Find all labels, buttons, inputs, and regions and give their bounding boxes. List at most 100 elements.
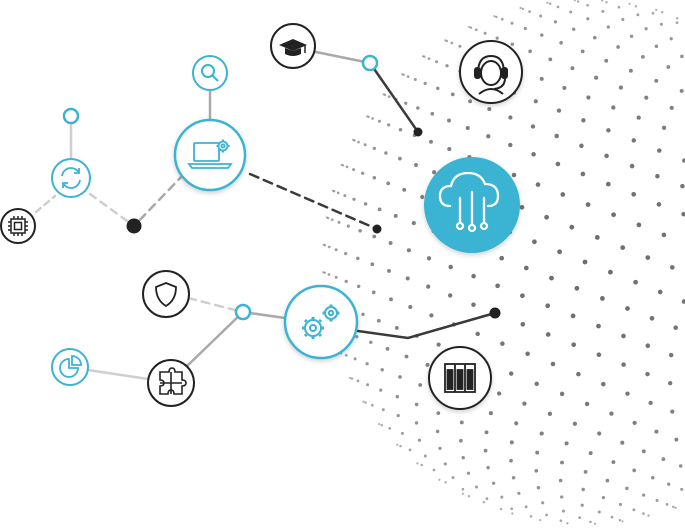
globe-dot: [372, 176, 377, 180]
globe-dot: [486, 134, 491, 139]
globe-dot: [378, 423, 381, 426]
globe-dot: [533, 99, 538, 104]
globe-dot: [420, 194, 425, 200]
globe-dot: [353, 139, 356, 142]
globe-dot: [596, 352, 602, 358]
globe-dot: [337, 220, 341, 224]
globe-dot: [644, 95, 649, 100]
globe-dot: [675, 21, 679, 25]
shield-node[interactable]: [142, 270, 190, 318]
cloud-network-icon: [438, 171, 500, 233]
globe-dot: [436, 342, 441, 347]
link-junction-to-puzzle: [183, 310, 245, 370]
globe-dot: [445, 64, 449, 68]
globe-dot: [381, 408, 385, 412]
globe-dot: [430, 111, 435, 116]
globe-dot: [668, 352, 674, 358]
globe-dot: [408, 448, 412, 452]
globe-dot: [344, 354, 348, 357]
globe-dot: [485, 497, 489, 501]
globe-dot: [583, 470, 588, 474]
globe-dot: [522, 401, 527, 406]
globe-dot: [352, 168, 356, 172]
globe-dot: [511, 476, 516, 480]
globe-dot: [654, 429, 659, 434]
link-sync-to-hub: [88, 192, 136, 228]
globe-dot: [572, 27, 576, 31]
globe-dot: [468, 99, 473, 104]
headset-support-node[interactable]: [459, 40, 523, 104]
pie-chart-icon: [59, 355, 82, 378]
globe-dot: [469, 26, 473, 29]
globe-dot: [376, 318, 381, 323]
globe-dot: [380, 368, 384, 372]
globe-dot: [466, 471, 471, 475]
globe-dot: [668, 381, 673, 386]
link-laptop-to-hub: [132, 172, 186, 228]
globe-dot: [645, 255, 651, 260]
chip-node[interactable]: [0, 208, 36, 244]
globe-dot: [594, 75, 599, 80]
globe-dot: [566, 522, 569, 525]
globe-dot: [546, 1, 549, 4]
globe-dot: [524, 505, 528, 509]
gears-icon: [302, 304, 340, 339]
laptop-settings-node[interactable]: [173, 118, 247, 192]
globe-dot: [474, 28, 478, 32]
globe-dot: [510, 42, 515, 46]
globe-dot: [631, 138, 637, 143]
globe-dot: [661, 11, 664, 14]
globe-dot: [605, 181, 611, 187]
globe-dot: [648, 400, 653, 406]
graduation-cap-node[interactable]: [270, 23, 316, 69]
globe-dot: [558, 478, 563, 483]
sync-node[interactable]: [51, 158, 91, 198]
link-gears-to-globe: [356, 311, 497, 340]
globe-dot: [496, 391, 502, 396]
globe-dot: [656, 202, 662, 207]
globe-dot: [418, 383, 423, 387]
globe-dot: [601, 495, 606, 500]
globe-dot: [500, 495, 504, 499]
pie-chart-node[interactable]: [51, 348, 89, 386]
globe-dot: [550, 361, 556, 367]
globe-dot: [680, 54, 684, 59]
globe-dot: [621, 17, 625, 21]
globe-dot: [519, 6, 522, 10]
link-chip-to-sync: [34, 194, 57, 214]
globe-dot: [655, 8, 658, 11]
puzzle-node[interactable]: [147, 359, 195, 407]
globe-dot: [461, 455, 465, 460]
globe-dot: [585, 202, 591, 207]
globe-dot: [491, 481, 496, 485]
globe-dot: [508, 371, 514, 376]
globe-dot: [427, 57, 431, 60]
globe-dot: [555, 161, 561, 167]
endpoint-dot: [62, 107, 80, 125]
search-node[interactable]: [192, 55, 228, 91]
globe-dot: [371, 117, 374, 120]
globe-dot: [560, 495, 564, 499]
globe-dot: [618, 518, 622, 522]
globe-dot: [548, 57, 553, 62]
link-cap-to-junction: [314, 50, 372, 65]
globe-dot: [544, 214, 549, 220]
globe-dot: [672, 505, 675, 509]
server-rack-node[interactable]: [428, 346, 492, 410]
sync-arrows-icon: [61, 167, 81, 189]
globe-dot: [372, 224, 382, 234]
globe-dot: [680, 487, 684, 491]
globe-dot: [670, 409, 675, 414]
gears-node[interactable]: [283, 284, 359, 360]
globe-dot: [487, 106, 492, 112]
globe-dot: [363, 202, 368, 206]
globe-dot: [621, 520, 624, 523]
globe-dot: [576, 371, 581, 377]
globe-dot: [468, 25, 471, 29]
globe-dot: [341, 164, 345, 167]
globe-dot: [632, 468, 637, 473]
globe-dot: [578, 516, 582, 519]
globe-dot: [645, 371, 650, 377]
globe-dot: [408, 304, 413, 310]
cloud-network-node[interactable]: [424, 157, 520, 253]
